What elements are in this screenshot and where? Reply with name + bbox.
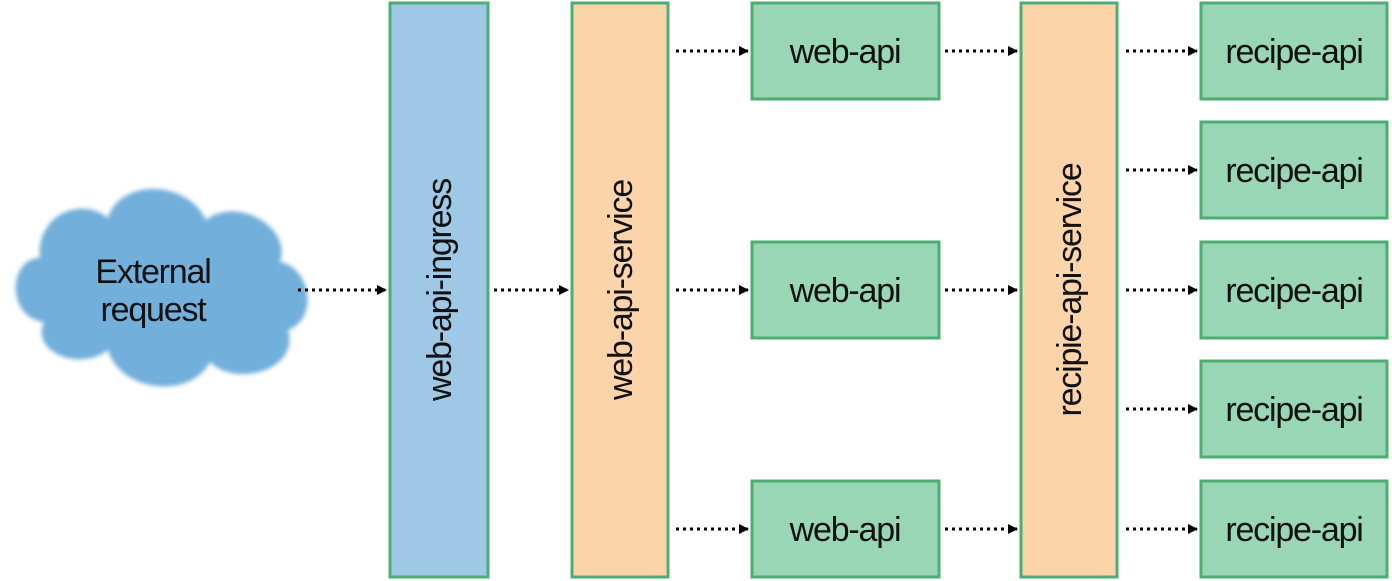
web-pod-rect bbox=[750, 240, 941, 340]
recipe-pod-5: recipe-api bbox=[1199, 479, 1389, 579]
web-service-rect bbox=[570, 1, 670, 579]
recipe-pod-rect bbox=[1199, 359, 1389, 459]
recipe-pod-rect bbox=[1199, 120, 1389, 220]
web-pod-2: web-api bbox=[750, 240, 941, 340]
ingress-label: web-api-ingress bbox=[421, 179, 459, 402]
web-service-box: web-api-service bbox=[570, 1, 670, 579]
recipe-pod-4: recipe-api bbox=[1199, 359, 1389, 459]
recipe-service-rect bbox=[1019, 1, 1119, 579]
recipe-pod-rect bbox=[1199, 240, 1389, 340]
recipe-service-label: recipie-api-service bbox=[1051, 163, 1089, 416]
web-pod-1: web-api bbox=[750, 1, 941, 101]
web-pod-3: web-api bbox=[750, 479, 941, 579]
recipe-pod-label: recipe-api bbox=[1225, 272, 1362, 310]
web-service-label: web-api-service bbox=[602, 180, 640, 401]
recipe-pod-3: recipe-api bbox=[1199, 240, 1389, 340]
external-request-cloud: External request bbox=[15, 188, 308, 387]
recipe-pod-label: recipe-api bbox=[1225, 511, 1362, 549]
ingress-rect bbox=[388, 1, 490, 579]
recipe-pod-label: recipe-api bbox=[1225, 152, 1362, 190]
web-pod-rect bbox=[750, 479, 941, 579]
recipe-pod-rect bbox=[1199, 479, 1389, 579]
web-pod-label: web-api bbox=[789, 33, 901, 71]
recipe-pod-label: recipe-api bbox=[1225, 33, 1362, 71]
recipe-pod-1: recipe-api bbox=[1199, 1, 1389, 101]
recipe-pod-label: recipe-api bbox=[1225, 391, 1362, 429]
recipe-service-box: recipie-api-service bbox=[1019, 1, 1119, 579]
ingress-box: web-api-ingress bbox=[388, 1, 490, 579]
connectors bbox=[298, 46, 1198, 534]
web-pod-label: web-api bbox=[789, 511, 901, 549]
cloud-label-line1: External bbox=[95, 253, 210, 291]
recipe-pod-rect bbox=[1199, 1, 1389, 101]
web-pod-rect bbox=[750, 1, 941, 101]
web-pod-label: web-api bbox=[789, 272, 901, 310]
recipe-pod-2: recipe-api bbox=[1199, 120, 1389, 220]
cloud-shape bbox=[15, 188, 308, 387]
cloud-label-line2: request bbox=[100, 291, 207, 329]
